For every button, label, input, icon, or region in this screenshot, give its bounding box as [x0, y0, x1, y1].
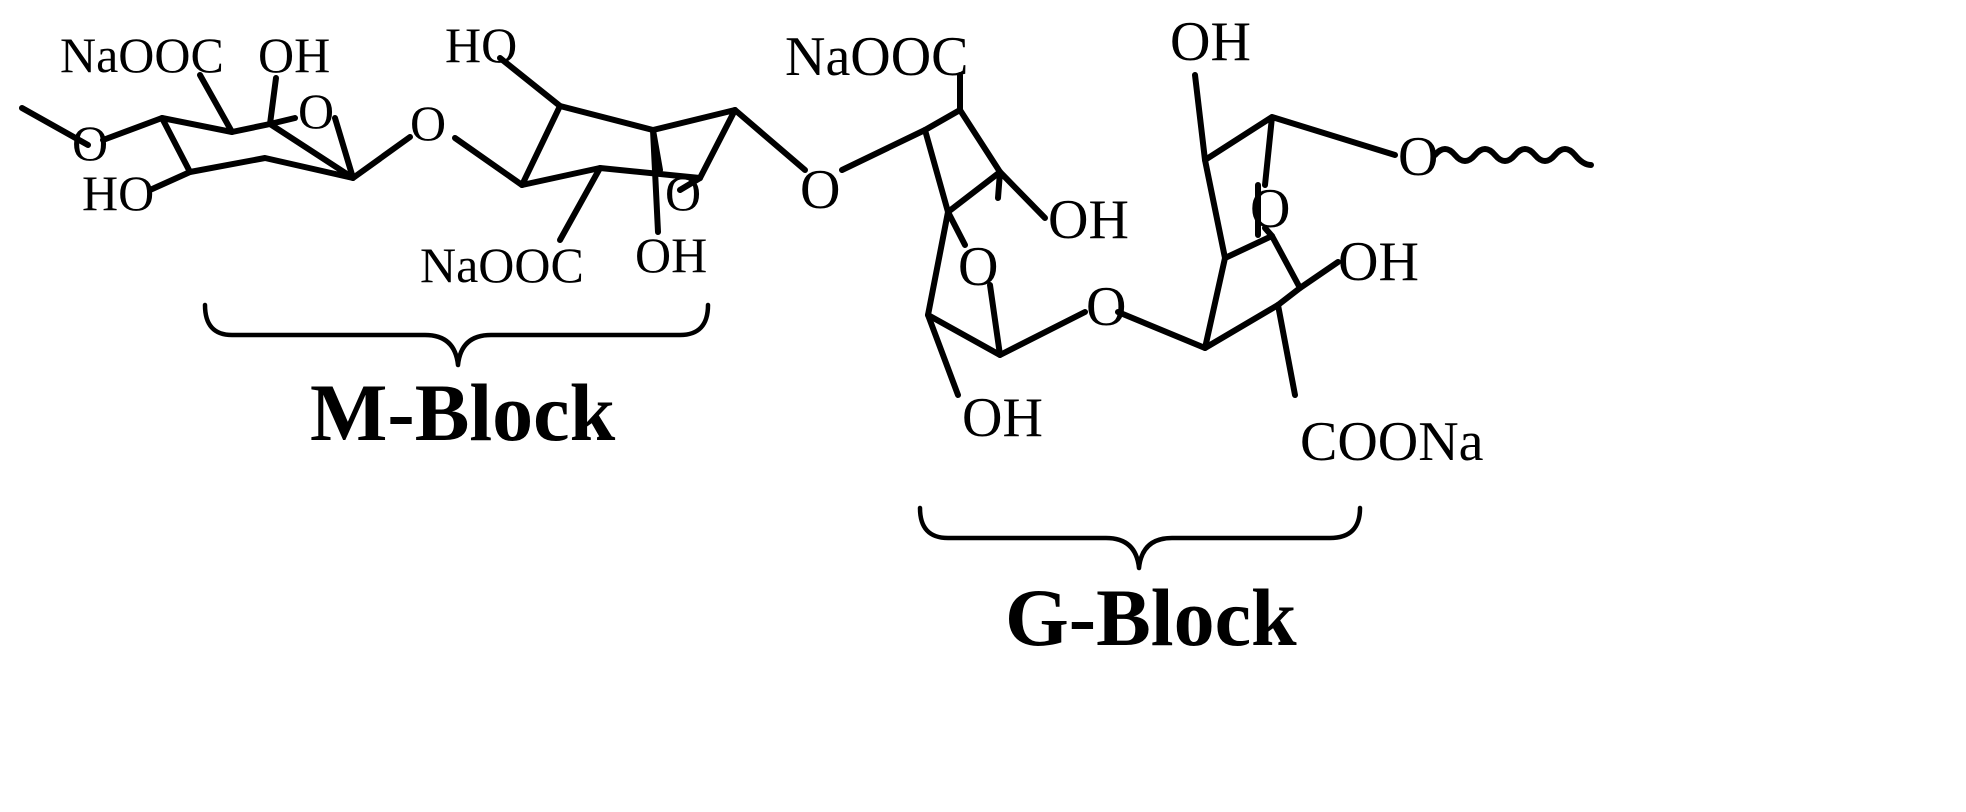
ring4-bonds	[1202, 233, 1303, 351]
label-coona: COONa	[1300, 411, 1484, 473]
bond-ring2-oh	[650, 127, 661, 235]
label-o-ring4: O	[1250, 178, 1290, 240]
bond-ring4-oh-right	[1297, 259, 1341, 291]
label-o-link-g1g2: O	[1086, 276, 1126, 338]
label-oh-4: OH	[962, 387, 1043, 449]
bond-ring4-coona	[1275, 302, 1298, 398]
label-o-ring2: O	[665, 165, 701, 221]
bond-link-o-g1	[839, 127, 928, 173]
label-o-link-right: O	[1398, 126, 1438, 188]
bond-ring3-oh-bottom	[925, 312, 961, 398]
bond-ring4-oh-top	[1192, 72, 1208, 163]
bond-chain-end-wavy	[1432, 146, 1594, 168]
label-o-link-m2g1: O	[800, 159, 840, 221]
bond-ring3-oh	[997, 169, 1048, 221]
ring4-upper-bonds	[1202, 114, 1398, 261]
m-block-label: M-Block	[310, 367, 616, 458]
g-block-brace	[917, 505, 1363, 571]
bond-link-o-m2	[452, 135, 525, 188]
ring2-bonds	[519, 103, 738, 188]
label-naooc-1: NaOOC	[60, 27, 224, 83]
m-block-brace	[202, 302, 711, 368]
label-oh-5: OH	[1170, 11, 1251, 73]
bond-o-link-left	[100, 115, 165, 143]
label-oh-6: OH	[1338, 231, 1419, 293]
bond-link-m2-o	[732, 107, 808, 173]
label-oh-3: OH	[1048, 189, 1129, 251]
bond-ring1-cooh	[197, 72, 235, 135]
label-ho-2: HO	[445, 17, 517, 73]
bond-link-m1-o	[350, 134, 413, 181]
bond-ring1-ho	[147, 169, 193, 193]
ring3-oxygen-bonds	[922, 127, 1003, 358]
label-o-ring3: O	[958, 236, 998, 298]
label-o-link-left: O	[72, 115, 108, 171]
bond-ring2-cooh	[557, 165, 603, 243]
label-ho-1: HO	[82, 165, 154, 221]
label-oh-1: OH	[258, 27, 330, 83]
bond-ring1-oh	[267, 75, 279, 127]
g-block-label: G-Block	[1005, 572, 1297, 663]
chemical-bonds	[19, 55, 1594, 398]
bond-link-o-g2	[1115, 309, 1208, 351]
bond-ring2-ho	[497, 55, 563, 109]
label-o-link-m1m2: O	[410, 95, 446, 151]
label-naooc-2: NaOOC	[420, 237, 584, 293]
atom-labels: NaOOC OH O O HO O HO O NaOOC OH O NaOOC …	[60, 11, 1484, 473]
bond-chain-start	[19, 105, 91, 148]
label-oh-2: OH	[635, 227, 707, 283]
label-naooc-3: NaOOC	[785, 26, 969, 88]
ring1-oxygen-bonds	[267, 115, 356, 181]
label-o-ring1: O	[298, 83, 334, 139]
